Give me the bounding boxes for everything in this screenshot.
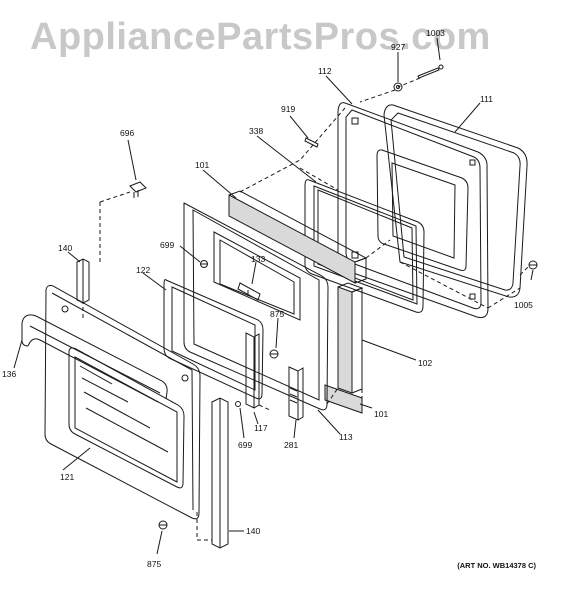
part-338-inner-glass bbox=[304, 179, 425, 313]
callout-1003: 1003 bbox=[426, 28, 445, 38]
part-136-door-handle bbox=[21, 314, 168, 403]
screw-1003 bbox=[417, 64, 444, 79]
callout-121: 121 bbox=[60, 472, 74, 482]
callout-696: 696 bbox=[120, 128, 134, 138]
part-281-hinge-receiver bbox=[288, 366, 304, 421]
callout-122: 122 bbox=[136, 265, 150, 275]
callout-101-bottom: 101 bbox=[374, 409, 388, 419]
part-140-trim-left bbox=[76, 258, 90, 304]
screw-696 bbox=[129, 181, 147, 198]
watermark-logo: AppliancePartsPros.com bbox=[30, 16, 491, 58]
callout-102: 102 bbox=[418, 358, 432, 368]
callout-699-upper: 699 bbox=[160, 240, 174, 250]
screw-875-upper bbox=[269, 349, 279, 359]
part-140-trim-right bbox=[211, 397, 229, 549]
screw-919 bbox=[304, 137, 319, 148]
screw-699-lower bbox=[235, 401, 241, 407]
callout-1005: 1005 bbox=[514, 300, 533, 310]
callout-140-right: 140 bbox=[246, 526, 260, 536]
part-133-bracket bbox=[237, 282, 261, 301]
callout-699-lower: 699 bbox=[238, 440, 252, 450]
washer-927 bbox=[393, 82, 403, 92]
screw-875-lower bbox=[158, 520, 168, 530]
part-122-outer-glass bbox=[163, 279, 264, 400]
callout-136: 136 bbox=[2, 369, 16, 379]
part-111-rear-panel bbox=[383, 104, 528, 298]
part-102-insulation-right bbox=[337, 282, 364, 394]
part-101-insulation-bottom bbox=[324, 384, 363, 414]
callout-875-lower: 875 bbox=[147, 559, 161, 569]
callout-111: 111 bbox=[480, 94, 493, 104]
callout-117: 117 bbox=[254, 423, 268, 433]
screw-699-upper bbox=[200, 260, 208, 268]
callout-875-upper: 875 bbox=[270, 309, 284, 319]
callout-927: 927 bbox=[391, 42, 405, 52]
callout-112: 112 bbox=[318, 66, 332, 76]
part-101-insulation-top bbox=[228, 190, 368, 284]
part-117-hinge bbox=[245, 332, 260, 409]
callout-140-left: 140 bbox=[58, 243, 72, 253]
callout-labels: 1003 927 112 111 919 696 338 101 699 133… bbox=[2, 28, 533, 569]
callout-338: 338 bbox=[249, 126, 263, 136]
alignment-lines bbox=[82, 77, 530, 541]
callout-919: 919 bbox=[281, 104, 295, 114]
callout-101-top: 101 bbox=[195, 160, 209, 170]
screw-1005 bbox=[528, 260, 538, 270]
part-113-door-frame bbox=[183, 202, 329, 411]
callout-113: 113 bbox=[339, 432, 353, 442]
art-number: (ART NO. WB14378 C) bbox=[457, 561, 536, 570]
part-121-outer-door bbox=[44, 285, 201, 520]
leader-lines bbox=[13, 37, 534, 555]
callout-133: 133 bbox=[251, 254, 265, 264]
callout-281: 281 bbox=[284, 440, 298, 450]
